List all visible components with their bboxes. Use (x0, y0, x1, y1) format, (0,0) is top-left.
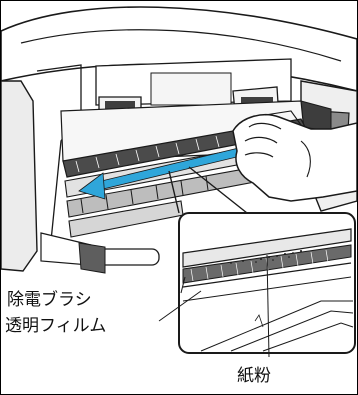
hand-icon (232, 110, 357, 202)
zoom-line-left (168, 170, 180, 214)
label-transparent-film: 透明フィルム (5, 316, 106, 336)
zoom-line-right (188, 166, 248, 214)
paper-dust-leader-line (266, 254, 270, 358)
printer-body-left (1, 80, 38, 272)
roller-gear (78, 242, 106, 274)
back-panel-inset (150, 72, 232, 106)
label-paper-dust: 紙粉 (237, 366, 271, 386)
brush-leader-line (180, 276, 186, 294)
lid-inner-edge (20, 29, 342, 62)
film-leader-line (158, 290, 202, 322)
rail-ribs (80, 175, 209, 214)
zoom-detail-icon (178, 212, 356, 354)
label-static-brush: 除電ブラシ (7, 289, 92, 310)
